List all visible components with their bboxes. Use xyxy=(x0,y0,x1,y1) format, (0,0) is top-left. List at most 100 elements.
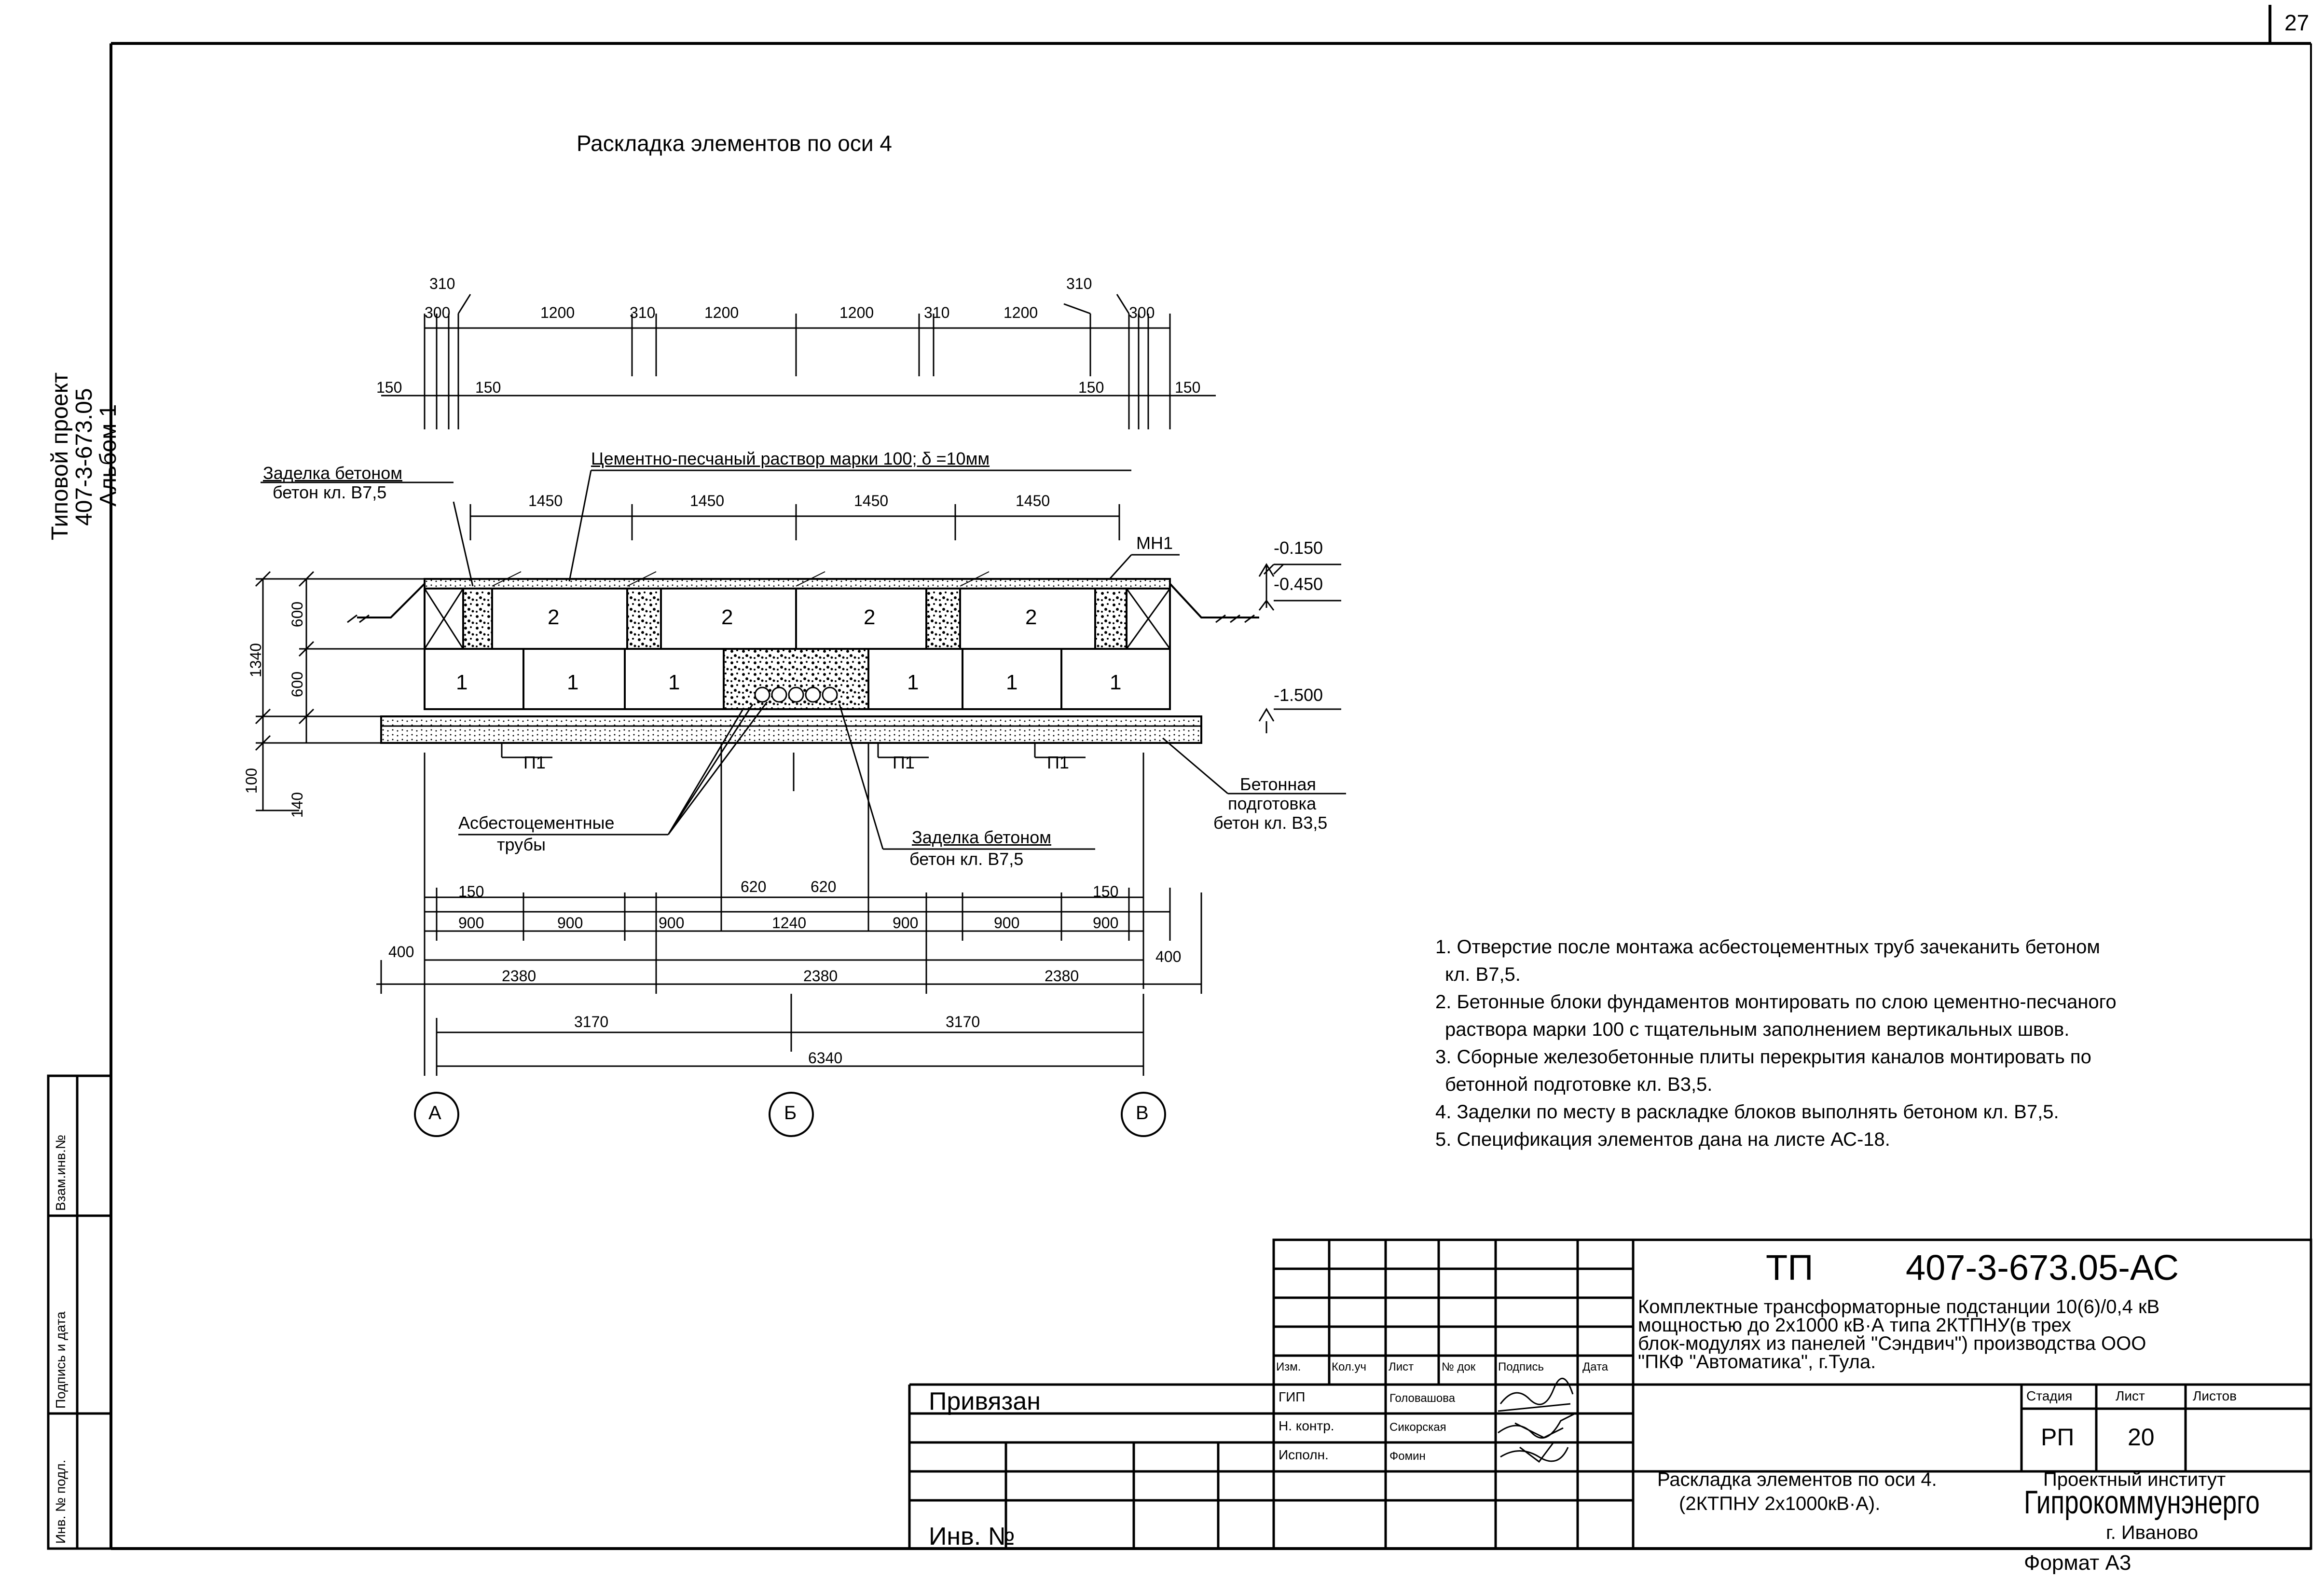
level-marks xyxy=(1258,563,1341,733)
tb-stage-header: Стадия xyxy=(2026,1388,2073,1403)
dim-text: 400 xyxy=(1155,948,1182,965)
tb-col-kol: Кол.уч xyxy=(1332,1360,1366,1373)
dim-text: 3170 xyxy=(946,1013,980,1030)
tb-sheet-header: Лист xyxy=(2116,1388,2145,1403)
dim-text: 620 xyxy=(741,878,767,895)
dim-text: 900 xyxy=(557,914,583,932)
callout-mortar: Цементно-песчаный раствор марки 100; δ =… xyxy=(591,449,990,468)
level-mark: -0.450 xyxy=(1274,574,1323,594)
tb-name: Головашова xyxy=(1389,1392,1456,1405)
dim-text: 140 xyxy=(289,792,306,818)
callout-zadelka-left-sub: бетон кл. В7,5 xyxy=(273,482,387,502)
notes-block: 1. Отверстие после монтажа асбестоцемент… xyxy=(1435,933,2117,1153)
tb-role: Исполн. xyxy=(1279,1447,1329,1462)
dim-text: 310 xyxy=(630,304,656,321)
dim-text: 1200 xyxy=(704,304,739,321)
block-number: 1 xyxy=(1110,671,1122,694)
tb-sheet-name-1: Раскладка элементов по оси 4. xyxy=(1657,1469,1937,1490)
dim-text: 310 xyxy=(429,275,455,292)
tb-code: 407-3-673.05-АС xyxy=(1906,1248,2179,1288)
level-mark: -1.500 xyxy=(1274,685,1323,705)
side-stamp-line1: Типовой проект xyxy=(47,372,73,540)
tb-stage: РП xyxy=(2041,1424,2075,1451)
slab-mark: П1 xyxy=(1047,753,1069,772)
note-line: бетонной подготовке кл. В3,5. xyxy=(1445,1074,1713,1095)
dim-text: 1450 xyxy=(854,492,889,509)
dim-text: 1200 xyxy=(1004,304,1038,321)
note-line: 2. Бетонные блоки фундаментов монтироват… xyxy=(1435,991,2117,1013)
axis-label-a: А xyxy=(428,1102,441,1124)
dim-text: 150 xyxy=(1078,379,1104,396)
dim-text: 310 xyxy=(924,304,950,321)
slab-mark: П1 xyxy=(523,753,546,772)
block-number: 1 xyxy=(567,671,579,694)
dim-text: 1450 xyxy=(1016,492,1050,509)
tb-desc-line: "ПКФ "Автоматика", г.Тула. xyxy=(1638,1351,1876,1372)
dim-text: 6340 xyxy=(808,1049,843,1067)
callout-zadelka-mid-sub: бетон кл. В7,5 xyxy=(909,849,1024,869)
tb-sheet-name-2: (2КТПНУ 2х1000кВ·А). xyxy=(1679,1493,1881,1514)
dim-text: 3170 xyxy=(574,1013,609,1030)
dim-text: 1450 xyxy=(690,492,725,509)
level-mark: -0.150 xyxy=(1274,538,1323,558)
tb-name: Фомин xyxy=(1389,1450,1426,1463)
callout-zadelka-mid: Заделка бетоном xyxy=(912,827,1051,847)
foundation-section xyxy=(347,504,1259,744)
dim-text: 1200 xyxy=(839,304,874,321)
vertical-dimensions xyxy=(255,571,425,811)
tb-sheet: 20 xyxy=(2128,1424,2155,1451)
dim-text: 600 xyxy=(289,671,306,698)
dim-text: 300 xyxy=(1129,304,1155,321)
axis-label-v: В xyxy=(1136,1102,1149,1124)
dim-text: 150 xyxy=(475,379,501,396)
dim-text: 150 xyxy=(458,883,484,900)
tb-privyazan: Привязан xyxy=(929,1387,1041,1415)
tb-description: Комплектные трансформаторные подстанции … xyxy=(1638,1297,2159,1372)
side-stamp-line2: 407-3-673.05 xyxy=(71,388,97,526)
tb-org-2: Гипрокоммунэнерго xyxy=(2024,1484,2260,1521)
dim-text: 300 xyxy=(425,304,451,321)
tb-col-list: Лист xyxy=(1389,1360,1414,1373)
dim-text: 2380 xyxy=(803,967,838,985)
dim-text: 900 xyxy=(458,914,484,932)
block-number: 1 xyxy=(668,671,680,694)
drawing-title: Раскладка элементов по оси 4 xyxy=(577,131,892,156)
dim-text: 620 xyxy=(811,878,837,895)
tb-org-3: г. Иваново xyxy=(2106,1522,2199,1543)
sheet-number: 27 xyxy=(2284,10,2310,35)
dim-text: 2380 xyxy=(1045,967,1079,985)
dim-text: 150 xyxy=(1175,379,1201,396)
left-stamp xyxy=(47,1074,112,1550)
note-line: кл. В7,5. xyxy=(1445,964,1521,985)
callout-asbest-sub: трубы xyxy=(497,835,546,854)
tb-inv-no: Инв. № xyxy=(929,1523,1015,1551)
callout-zadelka-left: Заделка бетоном xyxy=(263,463,402,483)
dim-text: 150 xyxy=(376,379,402,396)
callout-leaders xyxy=(261,469,1346,850)
dim-text: 400 xyxy=(388,943,414,961)
tb-sheets-header: Листов xyxy=(2193,1388,2237,1403)
axis-label-b: Б xyxy=(784,1102,797,1124)
block-number: 2 xyxy=(548,605,560,629)
tb-col-sign: Подпись xyxy=(1498,1360,1544,1373)
note-line: 4. Заделки по месту в раскладке блоков в… xyxy=(1435,1101,2059,1123)
dim-text: 1450 xyxy=(528,492,563,509)
callout-podgotovka-2: подготовка xyxy=(1228,794,1317,813)
block-number: 2 xyxy=(721,605,733,629)
stamp-podpis: Подпись и дата xyxy=(53,1311,68,1409)
dim-text: 900 xyxy=(1093,914,1119,932)
note-line: 3. Сборные железобетонные плиты перекрыт… xyxy=(1435,1046,2091,1068)
block-number: 1 xyxy=(907,671,919,694)
dim-text: 900 xyxy=(659,914,685,932)
tb-desc-line: блок-модулях из панелей "Сэндвич") произ… xyxy=(1638,1333,2146,1354)
tb-col-date: Дата xyxy=(1582,1360,1609,1373)
dim-text: 1240 xyxy=(772,914,807,932)
tb-role: Н. контр. xyxy=(1279,1418,1334,1433)
side-stamp: Типовой проект 407-3-673.05 Альбом 1 xyxy=(47,372,121,540)
stamp-vzam: Взам.инв.№ xyxy=(53,1135,68,1211)
callout-podgotovka-1: Бетонная xyxy=(1240,774,1316,794)
note-line: 5. Спецификация элементов дана на листе … xyxy=(1435,1129,1890,1150)
dim-text: 2380 xyxy=(502,967,536,985)
format-label: Формат А3 xyxy=(2024,1551,2131,1575)
